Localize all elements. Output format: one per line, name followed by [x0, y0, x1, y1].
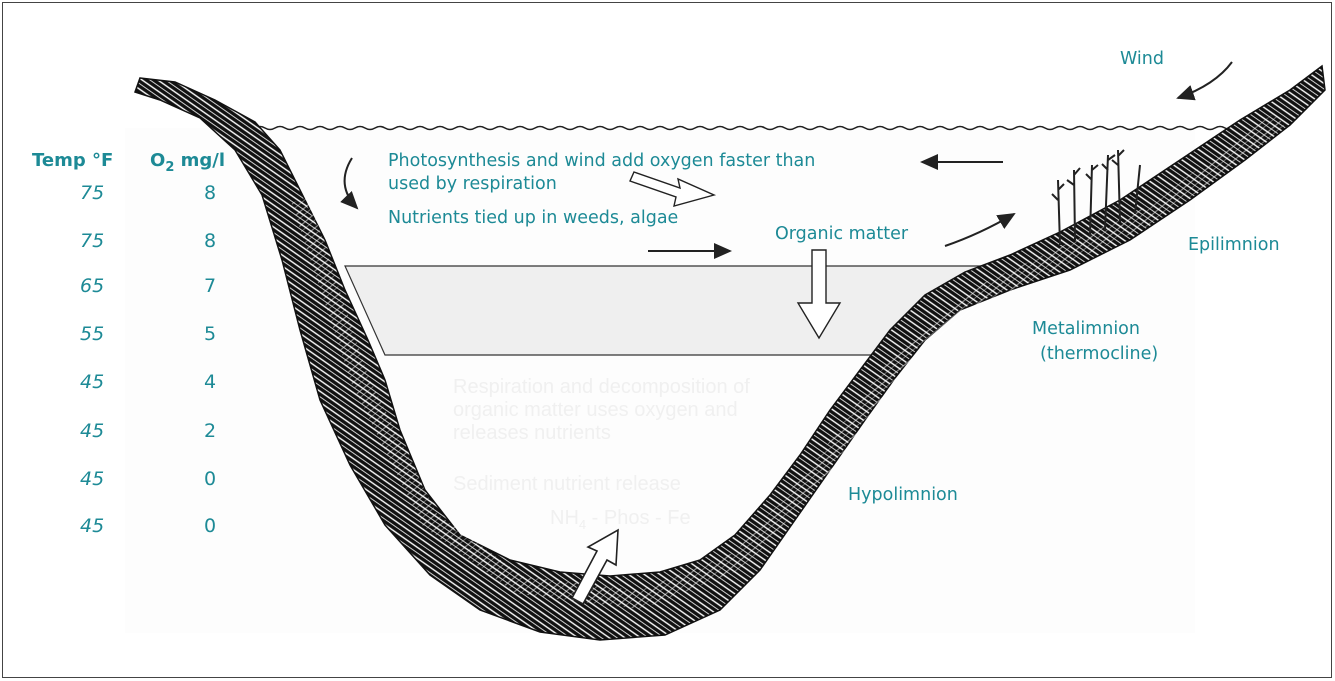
- respiration-label-line3: releases nutrients: [453, 422, 611, 444]
- temperature-column: 75 75 65 55 45 45 45 45: [80, 182, 104, 537]
- oxygen-value: 8: [204, 230, 216, 252]
- organic-matter-label: Organic matter: [775, 224, 909, 244]
- temp-value: 75: [80, 182, 104, 204]
- temp-value: 45: [80, 468, 104, 490]
- temp-value: 55: [80, 323, 104, 345]
- thermocline-label: (thermocline): [1040, 344, 1158, 364]
- respiration-label-line2: organic matter uses oxygen and: [453, 399, 738, 421]
- nutrient-species-label: NH4 - Phos - Fe: [550, 507, 691, 532]
- temp-value: 45: [80, 420, 104, 442]
- epilimnion-label: Epilimnion: [1188, 235, 1280, 255]
- oxygen-value: 5: [204, 323, 216, 345]
- oxygen-value: 0: [204, 468, 216, 490]
- oxygen-value: 4: [204, 371, 216, 393]
- temp-header: Temp °F: [32, 150, 113, 171]
- respiration-label-line1: Respiration and decomposition of: [453, 376, 750, 398]
- wind-label: Wind: [1120, 49, 1164, 69]
- hypolimnion-label: Hypolimnion: [848, 485, 958, 505]
- temp-value: 45: [80, 371, 104, 393]
- temp-value: 75: [80, 230, 104, 252]
- oxygen-value: 8: [204, 182, 216, 204]
- temp-value: 65: [80, 275, 104, 297]
- photosynthesis-label-line1: Photosynthesis and wind add oxygen faste…: [388, 151, 815, 171]
- oxygen-value: 0: [204, 515, 216, 537]
- oxygen-value: 7: [204, 275, 216, 297]
- sediment-release-label: Sediment nutrient release: [453, 473, 681, 495]
- wind-arrow: [1178, 62, 1232, 98]
- metalimnion-label: Metalimnion: [1032, 319, 1140, 339]
- oxygen-value: 2: [204, 420, 216, 442]
- nutrients-label: Nutrients tied up in weeds, algae: [388, 208, 678, 228]
- photosynthesis-label-line2: used by respiration: [388, 174, 557, 194]
- temp-value: 45: [80, 515, 104, 537]
